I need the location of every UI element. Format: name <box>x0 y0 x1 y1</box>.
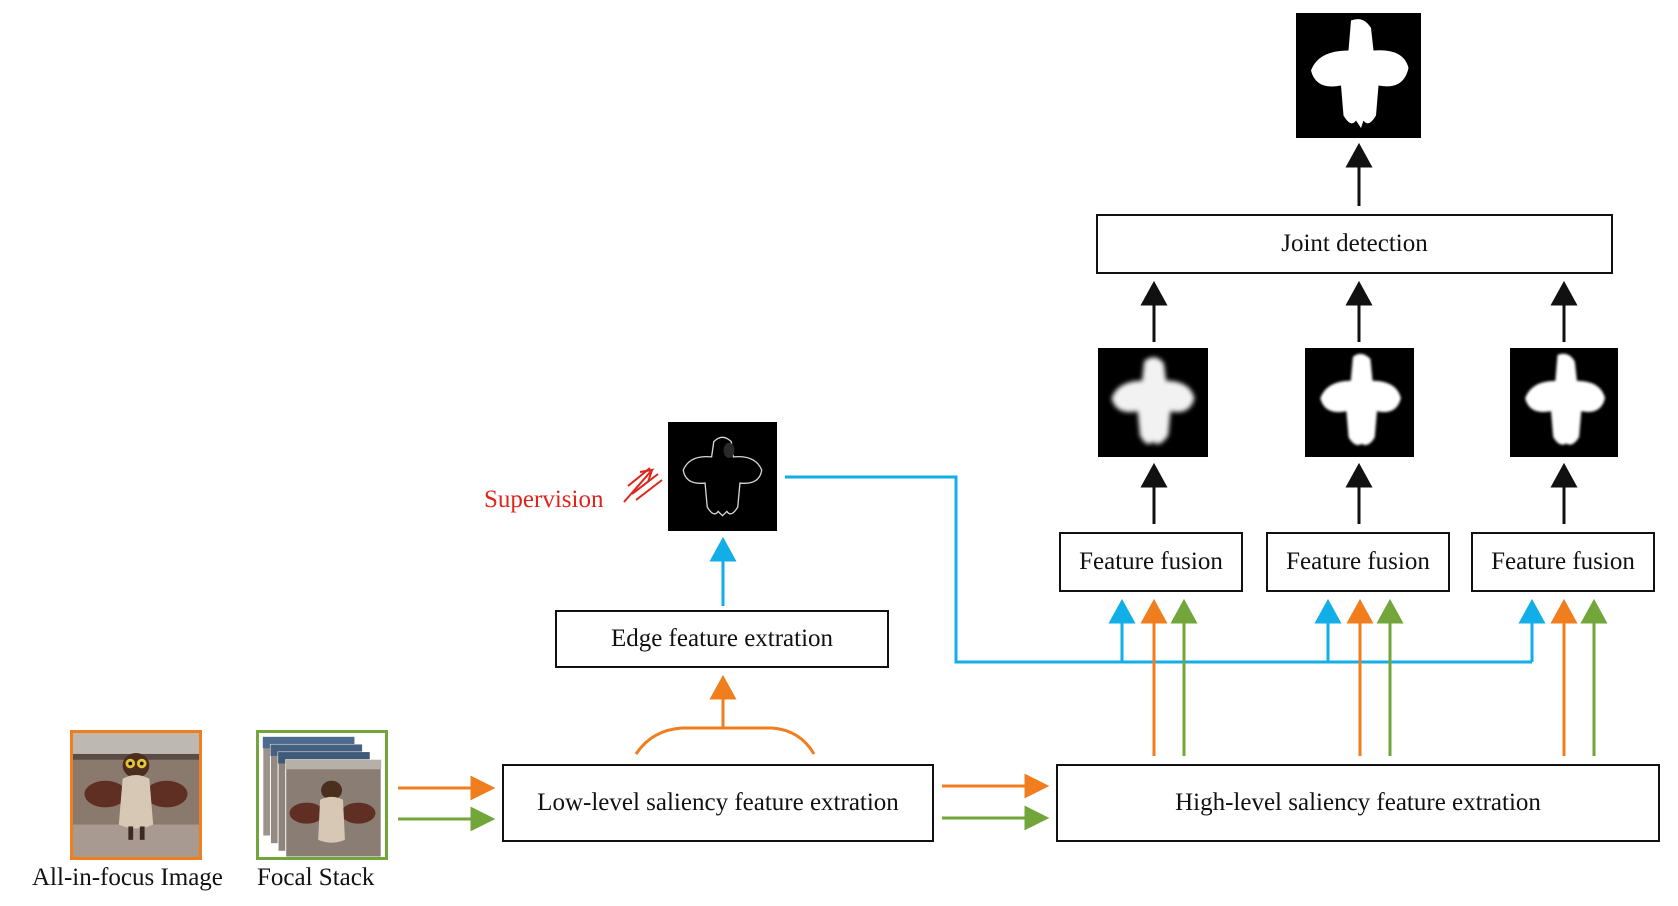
high-level-feature-module: High-level saliency feature extration <box>1056 764 1660 842</box>
focal-stack-label: Focal Stack <box>257 864 375 891</box>
feature-fusion-module-1: Feature fusion <box>1059 532 1243 592</box>
focal-stream-lines <box>398 598 1608 832</box>
feature-fusion-module-2: Feature fusion <box>1266 532 1450 592</box>
supervision-label: Supervision <box>484 486 604 513</box>
feature-fusion-module-3: Feature fusion <box>1471 532 1655 592</box>
hand-drawn-arrow-icon <box>623 467 663 503</box>
focal-stack-images <box>256 730 388 860</box>
edge-feature-module: Edge feature extration <box>555 610 889 668</box>
joint-detection-module: Joint detection <box>1096 214 1613 274</box>
fused-saliency-map-2 <box>1305 348 1414 457</box>
fused-saliency-map-3 <box>1510 348 1618 457</box>
final-saliency-map <box>1296 13 1421 138</box>
edge-stream-lines <box>709 475 1546 664</box>
edge-map-image <box>668 422 777 531</box>
low-level-feature-module: Low-level saliency feature extration <box>502 764 934 842</box>
black-flow-arrows <box>1140 142 1578 524</box>
rgb-stream-lines <box>398 598 1578 801</box>
all-in-focus-image <box>70 730 202 860</box>
fused-saliency-map-1 <box>1098 348 1208 457</box>
all-in-focus-label: All-in-focus Image <box>32 864 223 891</box>
